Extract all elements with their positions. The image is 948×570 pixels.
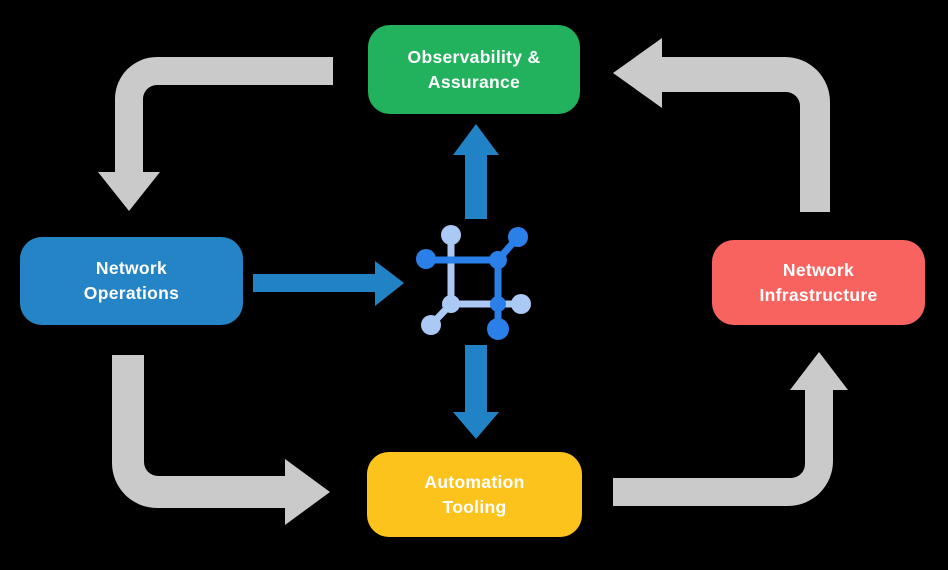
cycle-arrows	[98, 38, 848, 525]
node-network-operations-label: Network Operations	[83, 258, 180, 303]
arrow-operations-to-center	[253, 261, 404, 306]
network-automation-chip-icon	[416, 225, 531, 340]
arrow-observability-to-operations	[98, 57, 333, 211]
node-observability-assurance: Observability & Assurance	[368, 25, 580, 114]
arrow-operations-to-automation	[112, 355, 330, 525]
arrow-automation-to-infrastructure	[613, 352, 848, 506]
center-flow-arrows	[253, 124, 499, 439]
node-automation-tooling: Automation Tooling	[367, 452, 582, 537]
node-observability-assurance-label: Observability & Assurance	[407, 46, 541, 92]
node-network-infrastructure: Network Infrastructure	[712, 240, 925, 325]
icon-light-dots	[421, 225, 531, 335]
icon-dark-dots	[416, 227, 528, 340]
arrow-center-to-observability	[453, 124, 499, 219]
arrow-center-to-automation	[453, 345, 499, 439]
arrow-infrastructure-to-observability	[613, 38, 830, 212]
node-automation-tooling-label: Automation Tooling	[424, 471, 525, 517]
node-network-operations: Network Operations	[20, 237, 243, 325]
node-network-infrastructure-label: Network Infrastructure	[759, 259, 878, 305]
